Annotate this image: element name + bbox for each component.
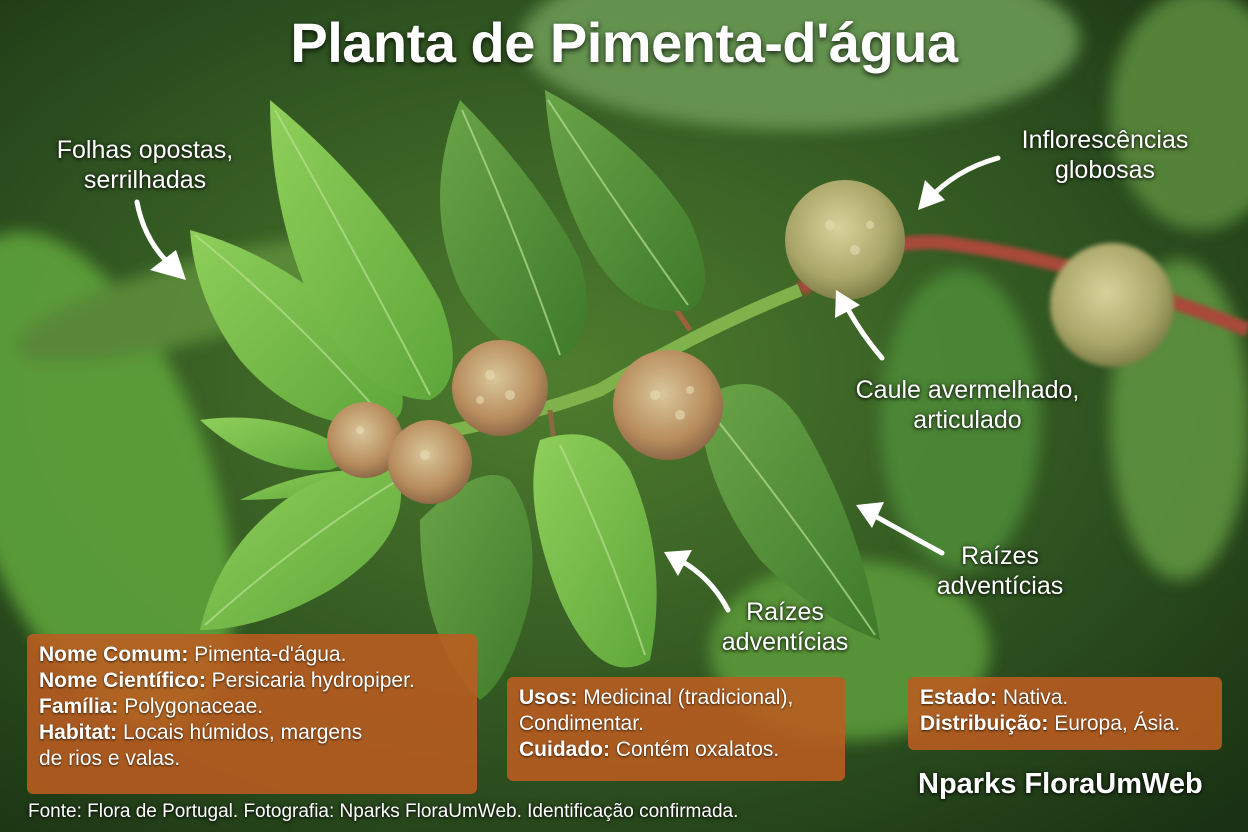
page-title: Planta de Pimenta-d'água bbox=[290, 11, 958, 74]
annotation-line: Folhas opostas, bbox=[56, 136, 234, 164]
info-row-status: Estado: Nativa. bbox=[920, 686, 1069, 709]
annotation-line: Raízes bbox=[746, 598, 824, 626]
brand-watermark: Nparks FloraUmWeb bbox=[918, 768, 1203, 800]
annotation-line: Inflorescências bbox=[1021, 126, 1189, 154]
info-box-status: Estado: Nativa. Distribuição: Europa, Ás… bbox=[908, 677, 1222, 750]
info-row-uses-cont: Condimentar. bbox=[519, 712, 644, 735]
annotation-line: Raízes bbox=[961, 542, 1039, 570]
info-box-uses: Usos: Medicinal (tradicional), Condiment… bbox=[507, 677, 845, 781]
info-row-caution: Cuidado: Contém oxalatos. bbox=[519, 738, 780, 761]
info-row-distribution: Distribuição: Europa, Ásia. bbox=[920, 712, 1181, 735]
annotation-inflorescencias: Inflorescências globosas bbox=[995, 125, 1215, 185]
annotation-line: adventícias bbox=[721, 628, 849, 656]
annotation-line: Caule avermelhado, bbox=[855, 376, 1080, 404]
annotation-folhas: Folhas opostas, serrilhadas bbox=[30, 135, 260, 195]
info-row-family: Família: Polygonaceae. bbox=[39, 695, 264, 718]
info-row-habitat-cont: de rios e valas. bbox=[39, 747, 181, 770]
info-box-identification: Nome Comum: Pimenta-d'água. Nome Científ… bbox=[27, 634, 477, 794]
annotation-raizes-right: Raízes adventícias bbox=[920, 541, 1080, 601]
annotation-line: articulado bbox=[913, 406, 1022, 434]
source-caption: Fonte: Flora de Portugal. Fotografia: Np… bbox=[28, 801, 739, 822]
info-row-habitat: Habitat: Locais húmidos, margens bbox=[39, 721, 363, 744]
annotation-line: serrilhadas bbox=[83, 166, 207, 194]
annotation-line: globosas bbox=[1054, 156, 1156, 184]
info-row-common-name: Nome Comum: Pimenta-d'água. bbox=[39, 643, 347, 666]
annotation-line: adventícias bbox=[936, 572, 1064, 600]
info-row-uses: Usos: Medicinal (tradicional), bbox=[519, 686, 794, 709]
annotation-raizes-center: Raízes adventícias bbox=[705, 597, 865, 657]
annotation-caule: Caule avermelhado, articulado bbox=[830, 375, 1105, 435]
info-row-scientific-name: Nome Científico: Persicaria hydropiper. bbox=[39, 669, 415, 692]
